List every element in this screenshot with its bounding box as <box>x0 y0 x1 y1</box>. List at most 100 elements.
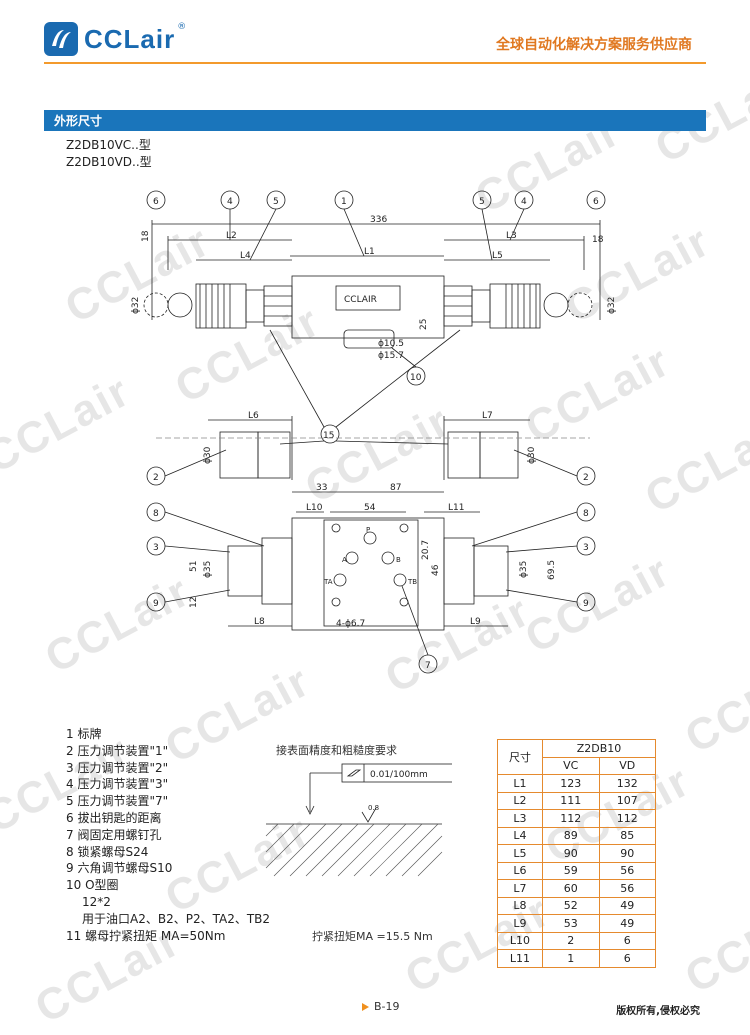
legend-item: 6 拔出钥匙的距离 <box>66 810 162 825</box>
dim-18-left: 18 <box>141 230 151 242</box>
callout-4: 4 <box>521 197 527 207</box>
section-title: 外形尺寸 <box>54 114 103 128</box>
registered-mark: ® <box>177 22 187 32</box>
watermark: CCLair <box>677 646 750 763</box>
dim-l7: L7 <box>482 411 493 421</box>
dimension-drawing: 336 L2 L3 L4 L1 L5 18 18 6 4 5 1 5 4 6 C… <box>131 190 617 674</box>
watermark: CCLair <box>677 886 750 1003</box>
dim-d10-5: ϕ10.5 <box>378 339 404 349</box>
watermark: CCLair <box>637 406 750 523</box>
callout-6: 6 <box>153 197 159 207</box>
dim-l5: L5 <box>492 251 503 261</box>
brand-name: CCLair <box>84 23 176 54</box>
callout-3: 3 <box>153 543 159 553</box>
dim-d32-right: ϕ32 <box>607 297 617 314</box>
roughness-value: 0.8 <box>368 804 379 812</box>
dim-25: 25 <box>419 319 429 330</box>
legend-item: 10 O型圈 <box>66 878 119 893</box>
dim-d15-7: ϕ15.7 <box>378 351 404 361</box>
table-header-vc: VC <box>542 756 600 775</box>
logo-icon <box>44 22 78 56</box>
dim-holes: 4-ϕ6.7 <box>336 619 365 629</box>
legend-item: 7 阀固定用螺钉孔 <box>66 827 162 842</box>
dim-33: 33 <box>316 483 327 493</box>
slogan: 全球自动化解决方案服务供应商 <box>496 37 692 53</box>
dim-l4: L4 <box>240 251 251 261</box>
dim-d32-left: ϕ32 <box>131 297 141 314</box>
brand-logo: CCLair ® <box>44 22 186 56</box>
dim-18-right: 18 <box>592 235 604 245</box>
dim-d30-left: ϕ30 <box>203 446 213 464</box>
dim-l2: L2 <box>226 231 237 241</box>
port-ta: TA <box>323 578 333 586</box>
header-divider <box>44 62 706 64</box>
callout-1: 1 <box>341 197 347 207</box>
tightening-torque: 拧紧扭矩MA =15.5 Nm <box>312 930 433 943</box>
legend-item: 2 压力调节装置"1" <box>66 743 169 758</box>
surface-diagram: 0.01/100mm 0.8 <box>265 763 452 877</box>
callout-8: 8 <box>153 509 159 519</box>
dim-51: 51 <box>189 561 199 572</box>
callout-7: 7 <box>425 661 431 671</box>
legend-item: 用于油口A2、B2、P2、TA2、TB2 <box>82 911 271 926</box>
callout-2: 2 <box>153 473 159 483</box>
legend-item: 3 压力调节装置"2" <box>66 760 169 775</box>
legend-item: 11 螺母拧紧扭矩 MA=50Nm <box>66 928 226 943</box>
callout-5: 5 <box>273 197 279 207</box>
page-number: B-19 <box>374 1000 400 1013</box>
port-a: A <box>342 556 347 564</box>
table-header-size: 尺寸 <box>497 739 543 775</box>
callout-6: 6 <box>593 197 599 207</box>
callout-5: 5 <box>479 197 485 207</box>
callout-3: 3 <box>583 543 589 553</box>
surface-title: 接表面精度和粗糙度要求 <box>276 744 397 757</box>
callout-9: 9 <box>153 599 159 609</box>
nameplate-text: CCLAIR <box>344 295 377 305</box>
dim-46: 46 <box>431 564 441 576</box>
model-line-2: Z2DB10VD..型 <box>66 155 152 169</box>
model-line-1: Z2DB10VC..型 <box>66 138 151 152</box>
legend-item: 12*2 <box>82 894 111 909</box>
page-arrow-icon <box>362 1003 369 1011</box>
copyright-notice: 版权所有,侵权必究 <box>616 1006 700 1017</box>
dim-336: 336 <box>370 215 387 225</box>
dim-54: 54 <box>364 503 376 513</box>
port-tb: TB <box>407 578 417 586</box>
dim-l8: L8 <box>254 617 265 627</box>
watermark: CCLair <box>0 366 139 483</box>
dim-l10: L10 <box>306 503 323 513</box>
dim-d35-left: ϕ35 <box>203 561 213 578</box>
parts-legend: 1 标牌 2 压力调节装置"1" 3 压力调节装置"2" 4 压力调节装置"3"… <box>66 726 270 944</box>
dim-87: 87 <box>390 483 401 493</box>
callout-2: 2 <box>583 473 589 483</box>
legend-item: 4 压力调节装置"3" <box>66 777 169 792</box>
legend-item: 1 标牌 <box>66 727 102 741</box>
dim-l6: L6 <box>248 411 259 421</box>
port-p: P <box>366 526 370 534</box>
callout-4: 4 <box>227 197 233 207</box>
dim-l11: L11 <box>448 503 464 513</box>
callout-10: 10 <box>410 373 422 383</box>
dim-69-5: 69.5 <box>547 560 557 580</box>
dim-l9: L9 <box>470 617 481 627</box>
dim-d30-right: ϕ30 <box>527 446 537 464</box>
dim-d35-right: ϕ35 <box>519 561 529 578</box>
legend-item: 9 六角调节螺母S10 <box>66 861 173 876</box>
callout-8: 8 <box>583 509 589 519</box>
callout-15: 15 <box>323 431 334 441</box>
callout-9: 9 <box>583 599 589 609</box>
table-header-model: Z2DB10 <box>542 739 656 758</box>
flatness-value: 0.01/100mm <box>370 770 428 780</box>
port-b: B <box>396 556 401 564</box>
